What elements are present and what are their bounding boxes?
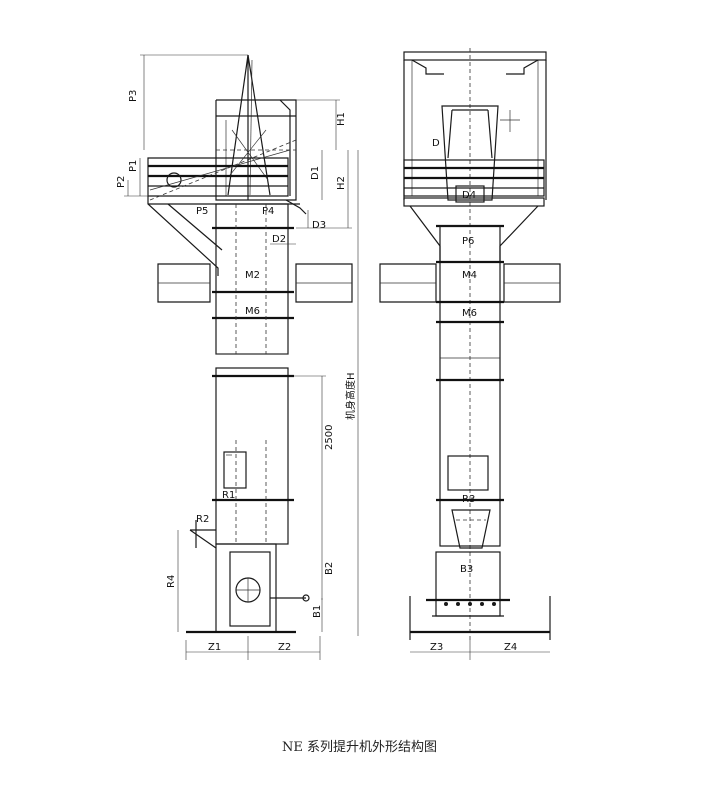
label-d: D [432,138,440,149]
label-p1: P1 [128,160,139,172]
label-r2: R2 [196,514,209,525]
front-head-frame [403,48,547,640]
middle-casing [212,367,294,545]
label-b3: B3 [460,564,473,575]
label-r3: R3 [462,494,475,505]
label-z4: Z4 [504,642,517,653]
side-view: P3 P1 P2 P5 P4 H1 D1 H2 D3 D2 M2 M6 机身高度… [116,54,359,660]
label-h1: H1 [336,112,347,126]
front-view: D D4 P6 [379,48,561,660]
discharge-platform [147,139,297,201]
boot-section [186,520,310,634]
label-b1: B1 [312,605,323,618]
label-b2: B2 [324,562,335,575]
label-p4: P4 [262,206,274,217]
side-labels: P3 P1 P2 P5 P4 H1 D1 H2 D3 D2 M2 M6 机身高度… [116,90,357,653]
figure-caption: NE 系列提升机外形结构图 [282,740,437,755]
upper-casing [212,203,294,355]
side-dimensions [124,54,359,660]
front-support: P6 [403,197,545,262]
label-h2: H2 [336,176,347,190]
front-casing: M4 M6 R3 [436,225,504,549]
label-r4: R4 [166,575,177,588]
label-m6: M6 [245,306,260,317]
front-platform: D4 [403,159,545,203]
label-m6-front: M6 [462,308,477,319]
label-p6: P6 [462,236,474,247]
label-2500: 2500 [324,425,335,450]
label-p5: P5 [196,206,208,217]
label-z3: Z3 [430,642,443,653]
label-r1: R1 [222,490,235,501]
front-boot: B3 [409,551,551,640]
floor-slab-side [157,263,353,303]
label-p3: P3 [128,90,139,102]
front-dimensions: Z3 Z4 [410,640,550,660]
label-d2: D2 [272,234,286,245]
head-frame [227,54,271,200]
label-d3: D3 [312,220,326,231]
label-height: 机身高度H [344,372,357,420]
label-d4: D4 [462,190,476,201]
label-m2: M2 [245,270,260,281]
label-m4: M4 [462,270,477,281]
label-z2: Z2 [278,642,291,653]
label-z1: Z1 [208,642,221,653]
label-p2: P2 [116,176,127,188]
label-d1: D1 [310,166,321,180]
head-housing [215,99,297,201]
